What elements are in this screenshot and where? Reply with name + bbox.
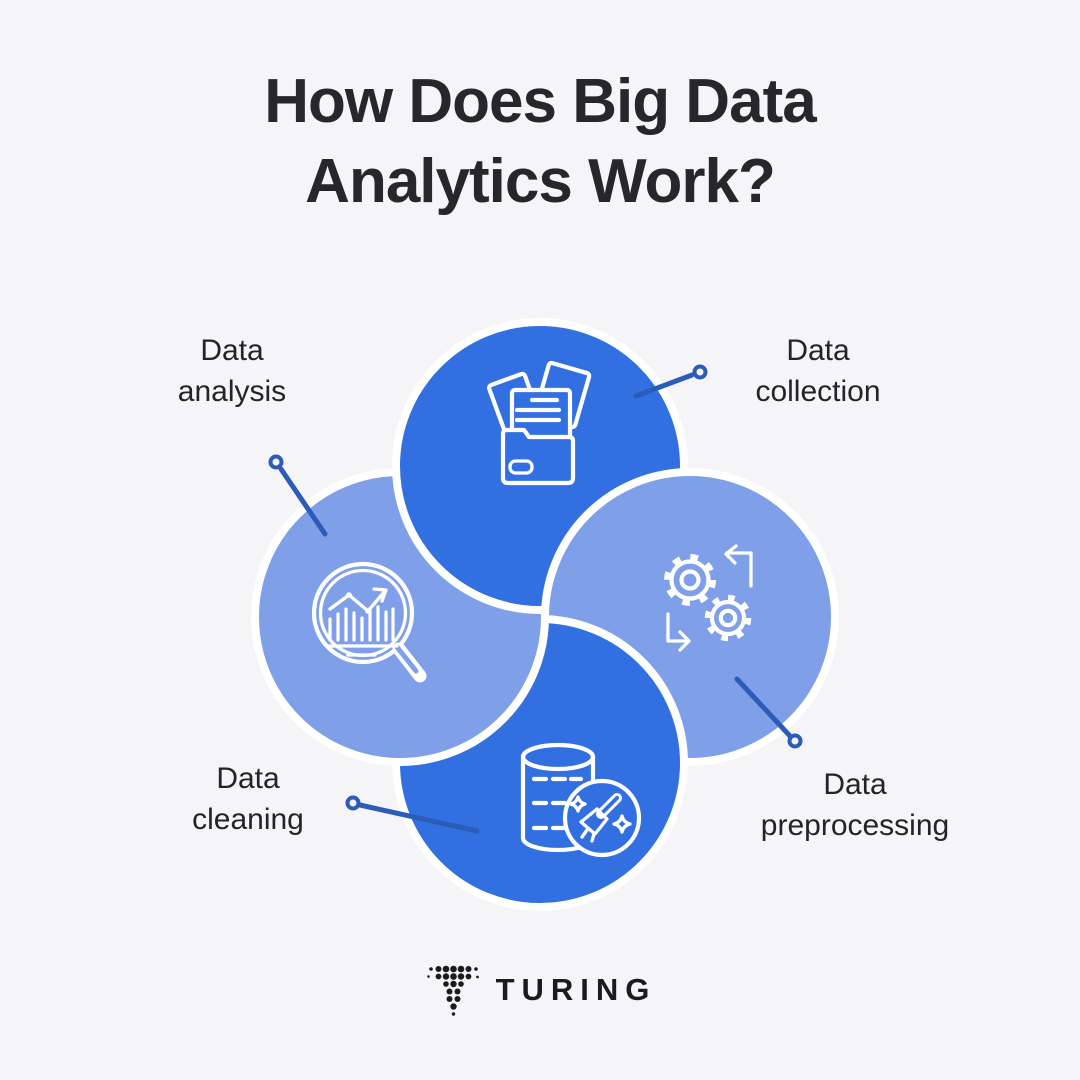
title-line-1: How Does Big Data	[264, 67, 816, 136]
label-data-cleaning: Data cleaning	[192, 762, 304, 836]
connector-data-preprocessing	[734, 676, 803, 749]
magnifier-bar-chart-icon	[311, 561, 427, 683]
connector-data-collection	[633, 364, 708, 399]
label-data-preprocessing: Data preprocessing	[760, 768, 950, 842]
connector-data-cleaning	[345, 795, 480, 834]
label-data-analysis: Data analysis	[177, 334, 287, 408]
page-title: How Does Big Data Analytics Work?	[0, 62, 1080, 222]
brand-name: TURING	[495, 972, 657, 1007]
label-data-collection: Data collection	[755, 334, 881, 408]
turing-logo-icon	[426, 965, 479, 1016]
title-line-2: Analytics Work?	[305, 147, 776, 216]
folder-documents-icon	[486, 360, 592, 486]
gears-sync-icon	[664, 544, 753, 652]
brand-footer: TURING	[0, 956, 1080, 1024]
connector-data-analysis	[268, 454, 328, 537]
database-broom-icon	[520, 742, 642, 858]
